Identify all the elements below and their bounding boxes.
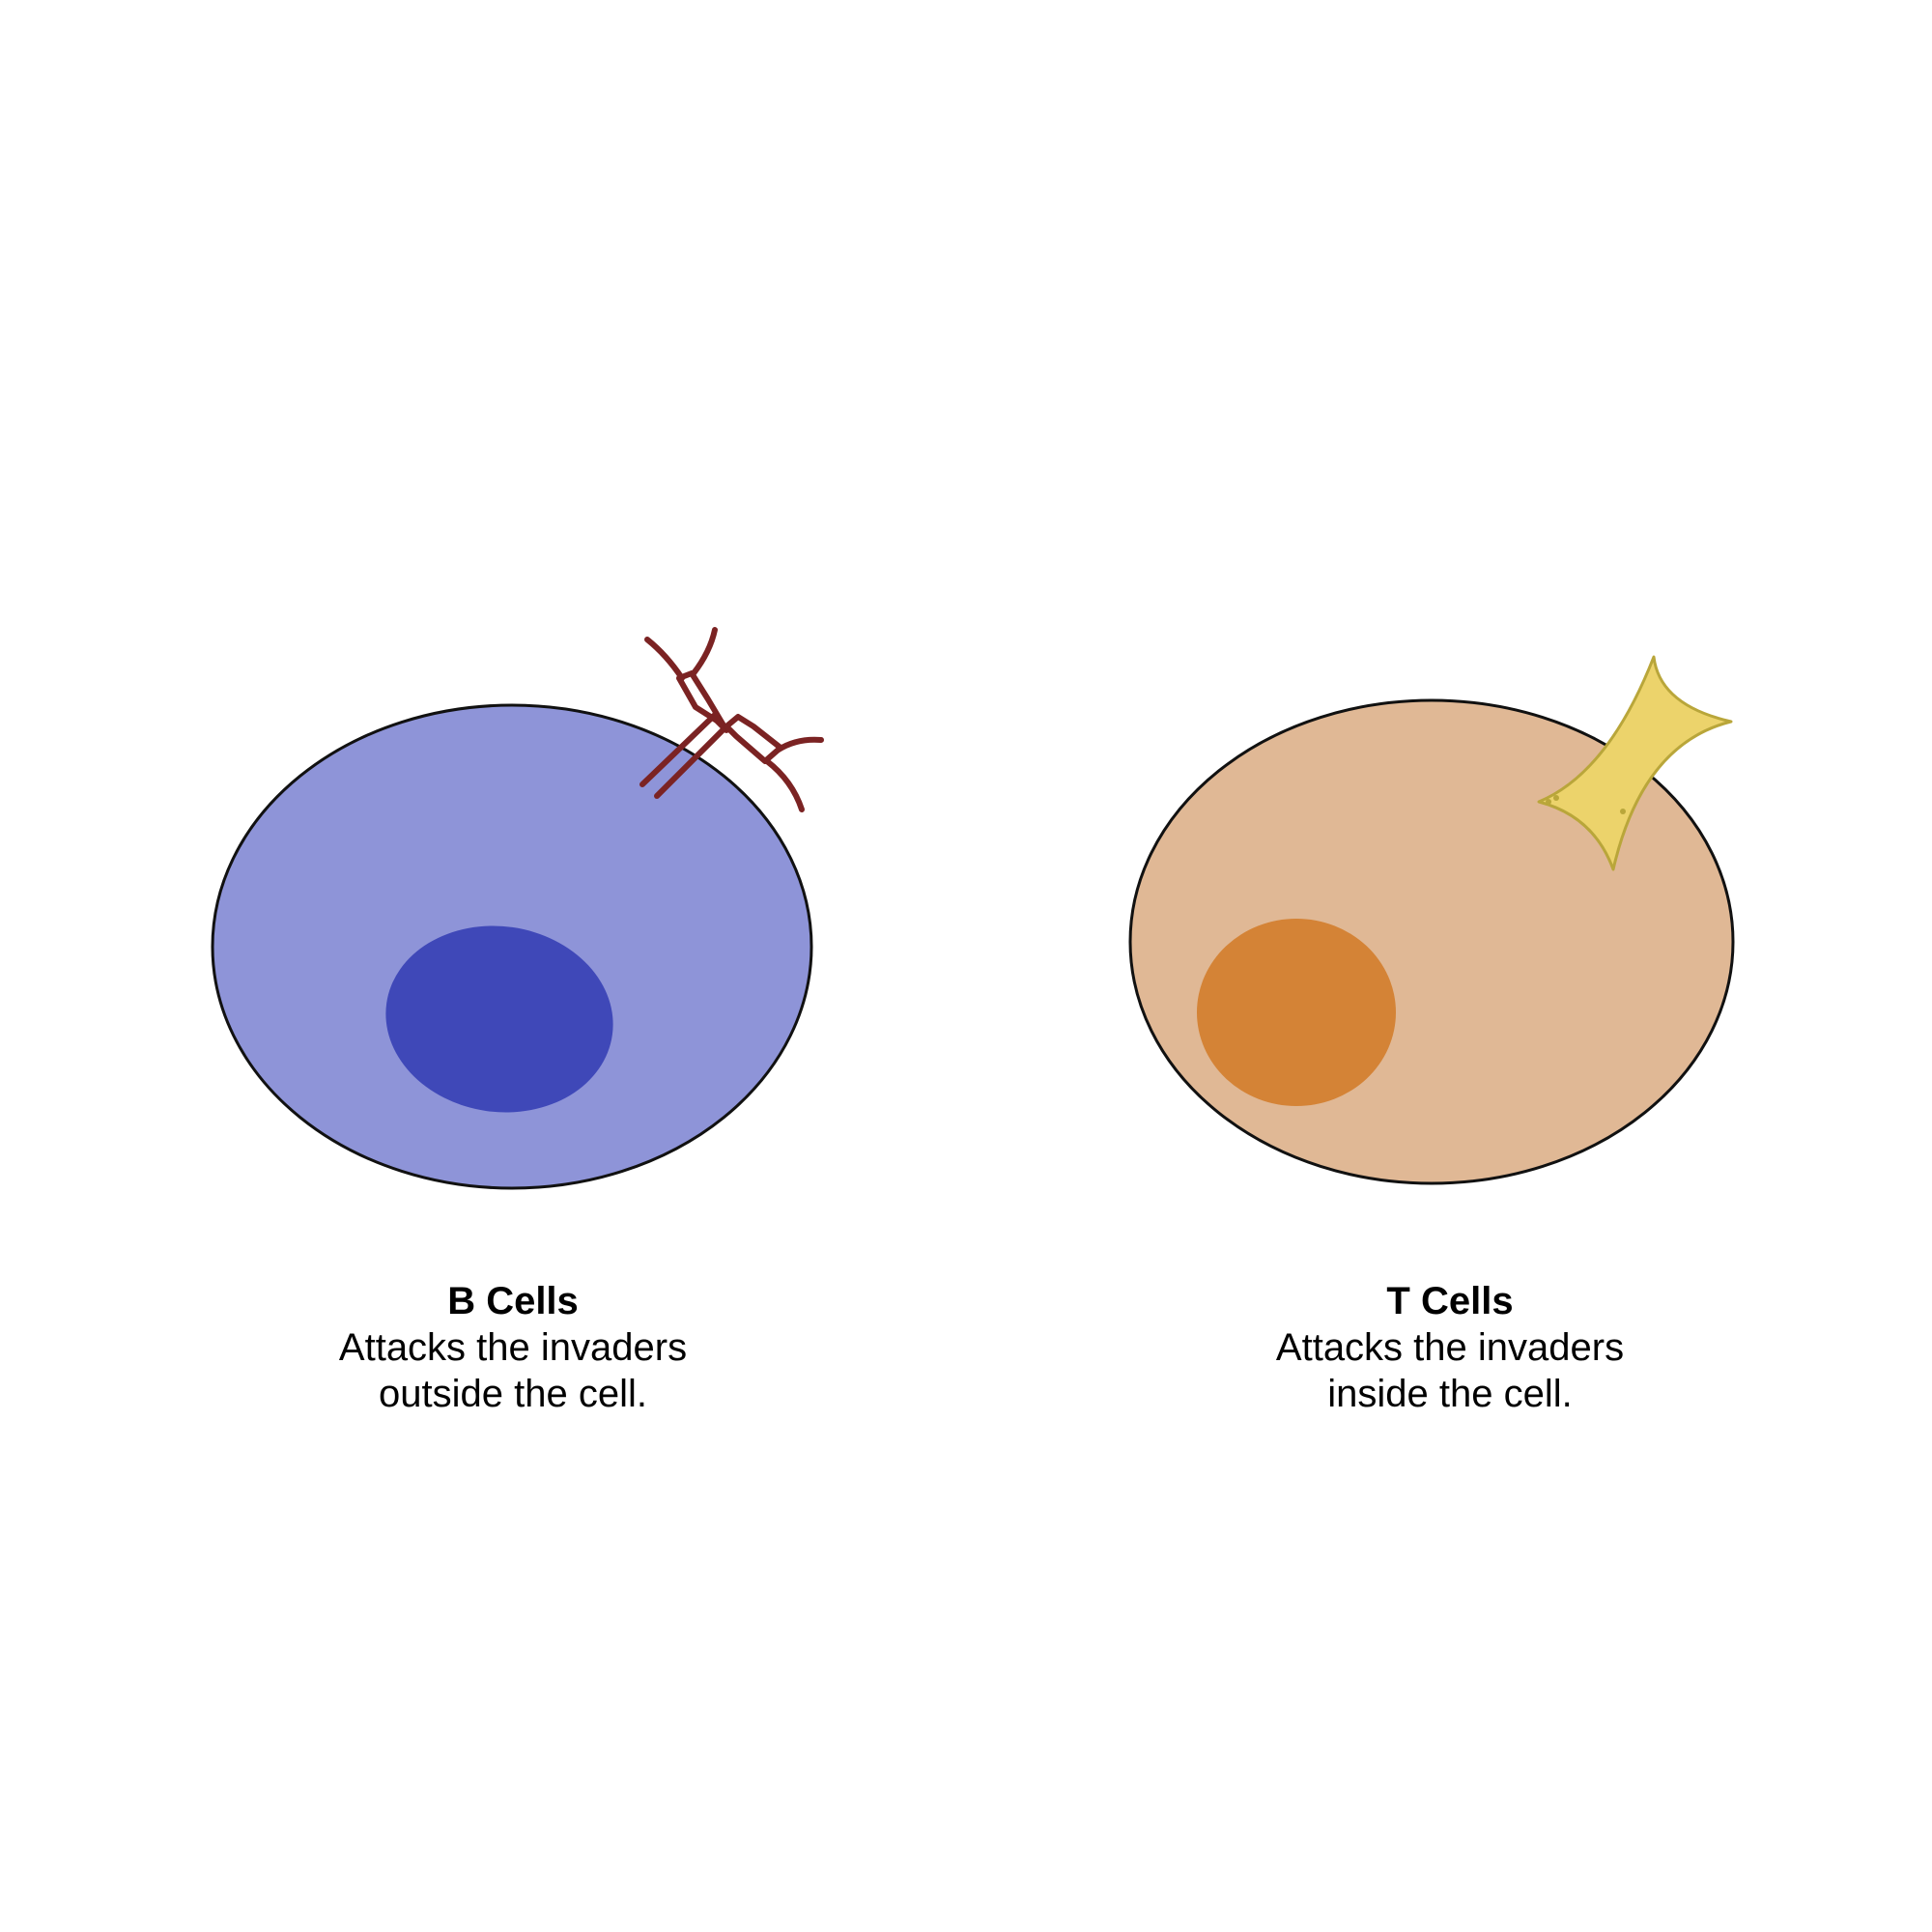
t-cell-description-line1: Attacks the invaders [1275,1326,1625,1369]
b-cell-nucleus [385,925,613,1113]
b-cell-caption: B Cells Attacks the invaders outside the… [223,1278,803,1417]
antigen-icon [1537,655,1733,871]
t-cell-title: T Cells [1386,1280,1514,1322]
t-cell-caption: T Cells Attacks the invaders inside the … [1160,1278,1740,1417]
b-cell-description-line1: Attacks the invaders [338,1326,688,1369]
t-cell-description-line2: inside the cell. [1327,1373,1573,1415]
b-cell-title: B Cells [447,1280,579,1322]
b-cell [211,703,813,1190]
antibody-icon [639,627,824,812]
t-cell-nucleus [1197,919,1396,1106]
b-cell-description-line2: outside the cell. [379,1373,647,1415]
